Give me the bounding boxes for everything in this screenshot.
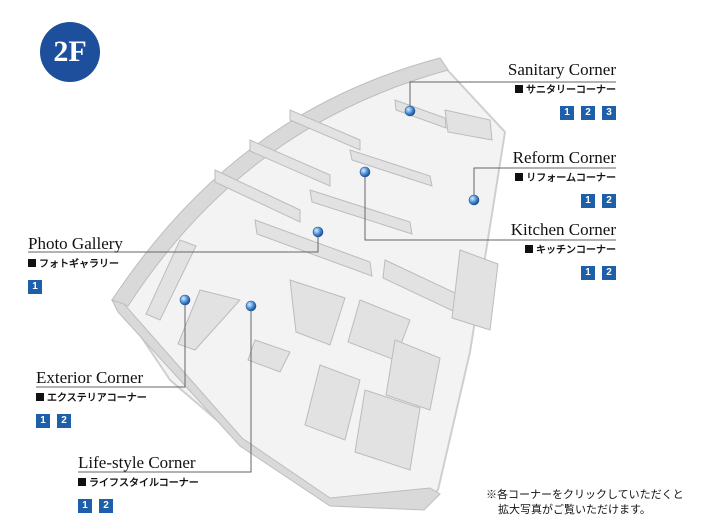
square-bullet-icon — [36, 393, 44, 401]
marker-lifestyle — [245, 300, 257, 312]
markers — [179, 105, 480, 312]
square-bullet-icon — [515, 85, 523, 93]
sanitary-corner-title: Sanitary Corner — [507, 60, 616, 79]
photo-gallery-subtitle: フォトギャラリー — [28, 258, 123, 272]
kitchen-corner-title: Kitchen Corner — [510, 220, 616, 239]
note-line-1: ※各コーナーをクリックしていただくと — [486, 489, 684, 501]
exterior-photo-1-button[interactable]: 1 — [36, 414, 50, 428]
marker-exterior — [179, 294, 191, 306]
marker-sanitary — [404, 105, 416, 117]
lifestyle-photo-2-button[interactable]: 2 — [99, 499, 113, 513]
marker-kitchen — [359, 166, 371, 178]
reform-photo-1-button[interactable]: 1 — [581, 194, 595, 208]
exterior-corner-subtitle: エクステリアコーナー — [36, 392, 147, 406]
marker-reform — [468, 194, 480, 206]
floor-badge: 2F — [40, 22, 100, 82]
outer-wall-lower — [111, 299, 441, 511]
note-line-2: 拡大写真がご覧いただけます。 — [498, 504, 651, 516]
kitchen-photo-2-button[interactable]: 2 — [602, 266, 616, 280]
click-instruction-note: ※各コーナーをクリックしていただくと 拡大写真がご覧いただけます。 — [486, 488, 684, 518]
kitchen-corner-subtitle: キッチンコーナー — [511, 244, 616, 258]
square-bullet-icon — [525, 245, 533, 253]
marker-photo — [312, 226, 324, 238]
square-bullet-icon — [515, 173, 524, 181]
square-bullet-icon — [28, 259, 36, 267]
lifestyle-photo-1-button[interactable]: 1 — [78, 499, 92, 513]
reform-corner-subtitle: リフォームコーナー — [513, 172, 616, 186]
outer-wall — [111, 57, 449, 307]
reform-corner-title: Reform Corner — [512, 148, 616, 167]
sanitary-photo-1-button[interactable]: 1 — [560, 106, 574, 120]
lifestyle-corner-title: Life-style Corner — [78, 453, 196, 472]
sanitary-photo-3-button[interactable]: 3 — [602, 106, 616, 120]
photo-gallery-1-button[interactable]: 1 — [28, 280, 42, 294]
sanitary-corner-subtitle: サニタリーコーナー — [508, 84, 616, 98]
sanitary-photo-2-button[interactable]: 2 — [581, 106, 595, 120]
exterior-photo-2-button[interactable]: 2 — [57, 414, 71, 428]
photo-gallery-title: Photo Gallery — [28, 234, 123, 253]
leader-lines — [28, 81, 616, 473]
exterior-corner-title: Exterior Corner — [36, 368, 144, 387]
kitchen-photo-1-button[interactable]: 1 — [581, 266, 595, 280]
reform-photo-2-button[interactable]: 2 — [602, 194, 616, 208]
square-bullet-icon — [78, 478, 86, 486]
lifestyle-corner-subtitle: ライフスタイルコーナー — [78, 477, 199, 491]
photo-gallery-numbers: 1 — [28, 276, 123, 294]
photo-gallery-corner[interactable]: Photo Gallery フォトギャラリー 1 — [28, 234, 123, 294]
